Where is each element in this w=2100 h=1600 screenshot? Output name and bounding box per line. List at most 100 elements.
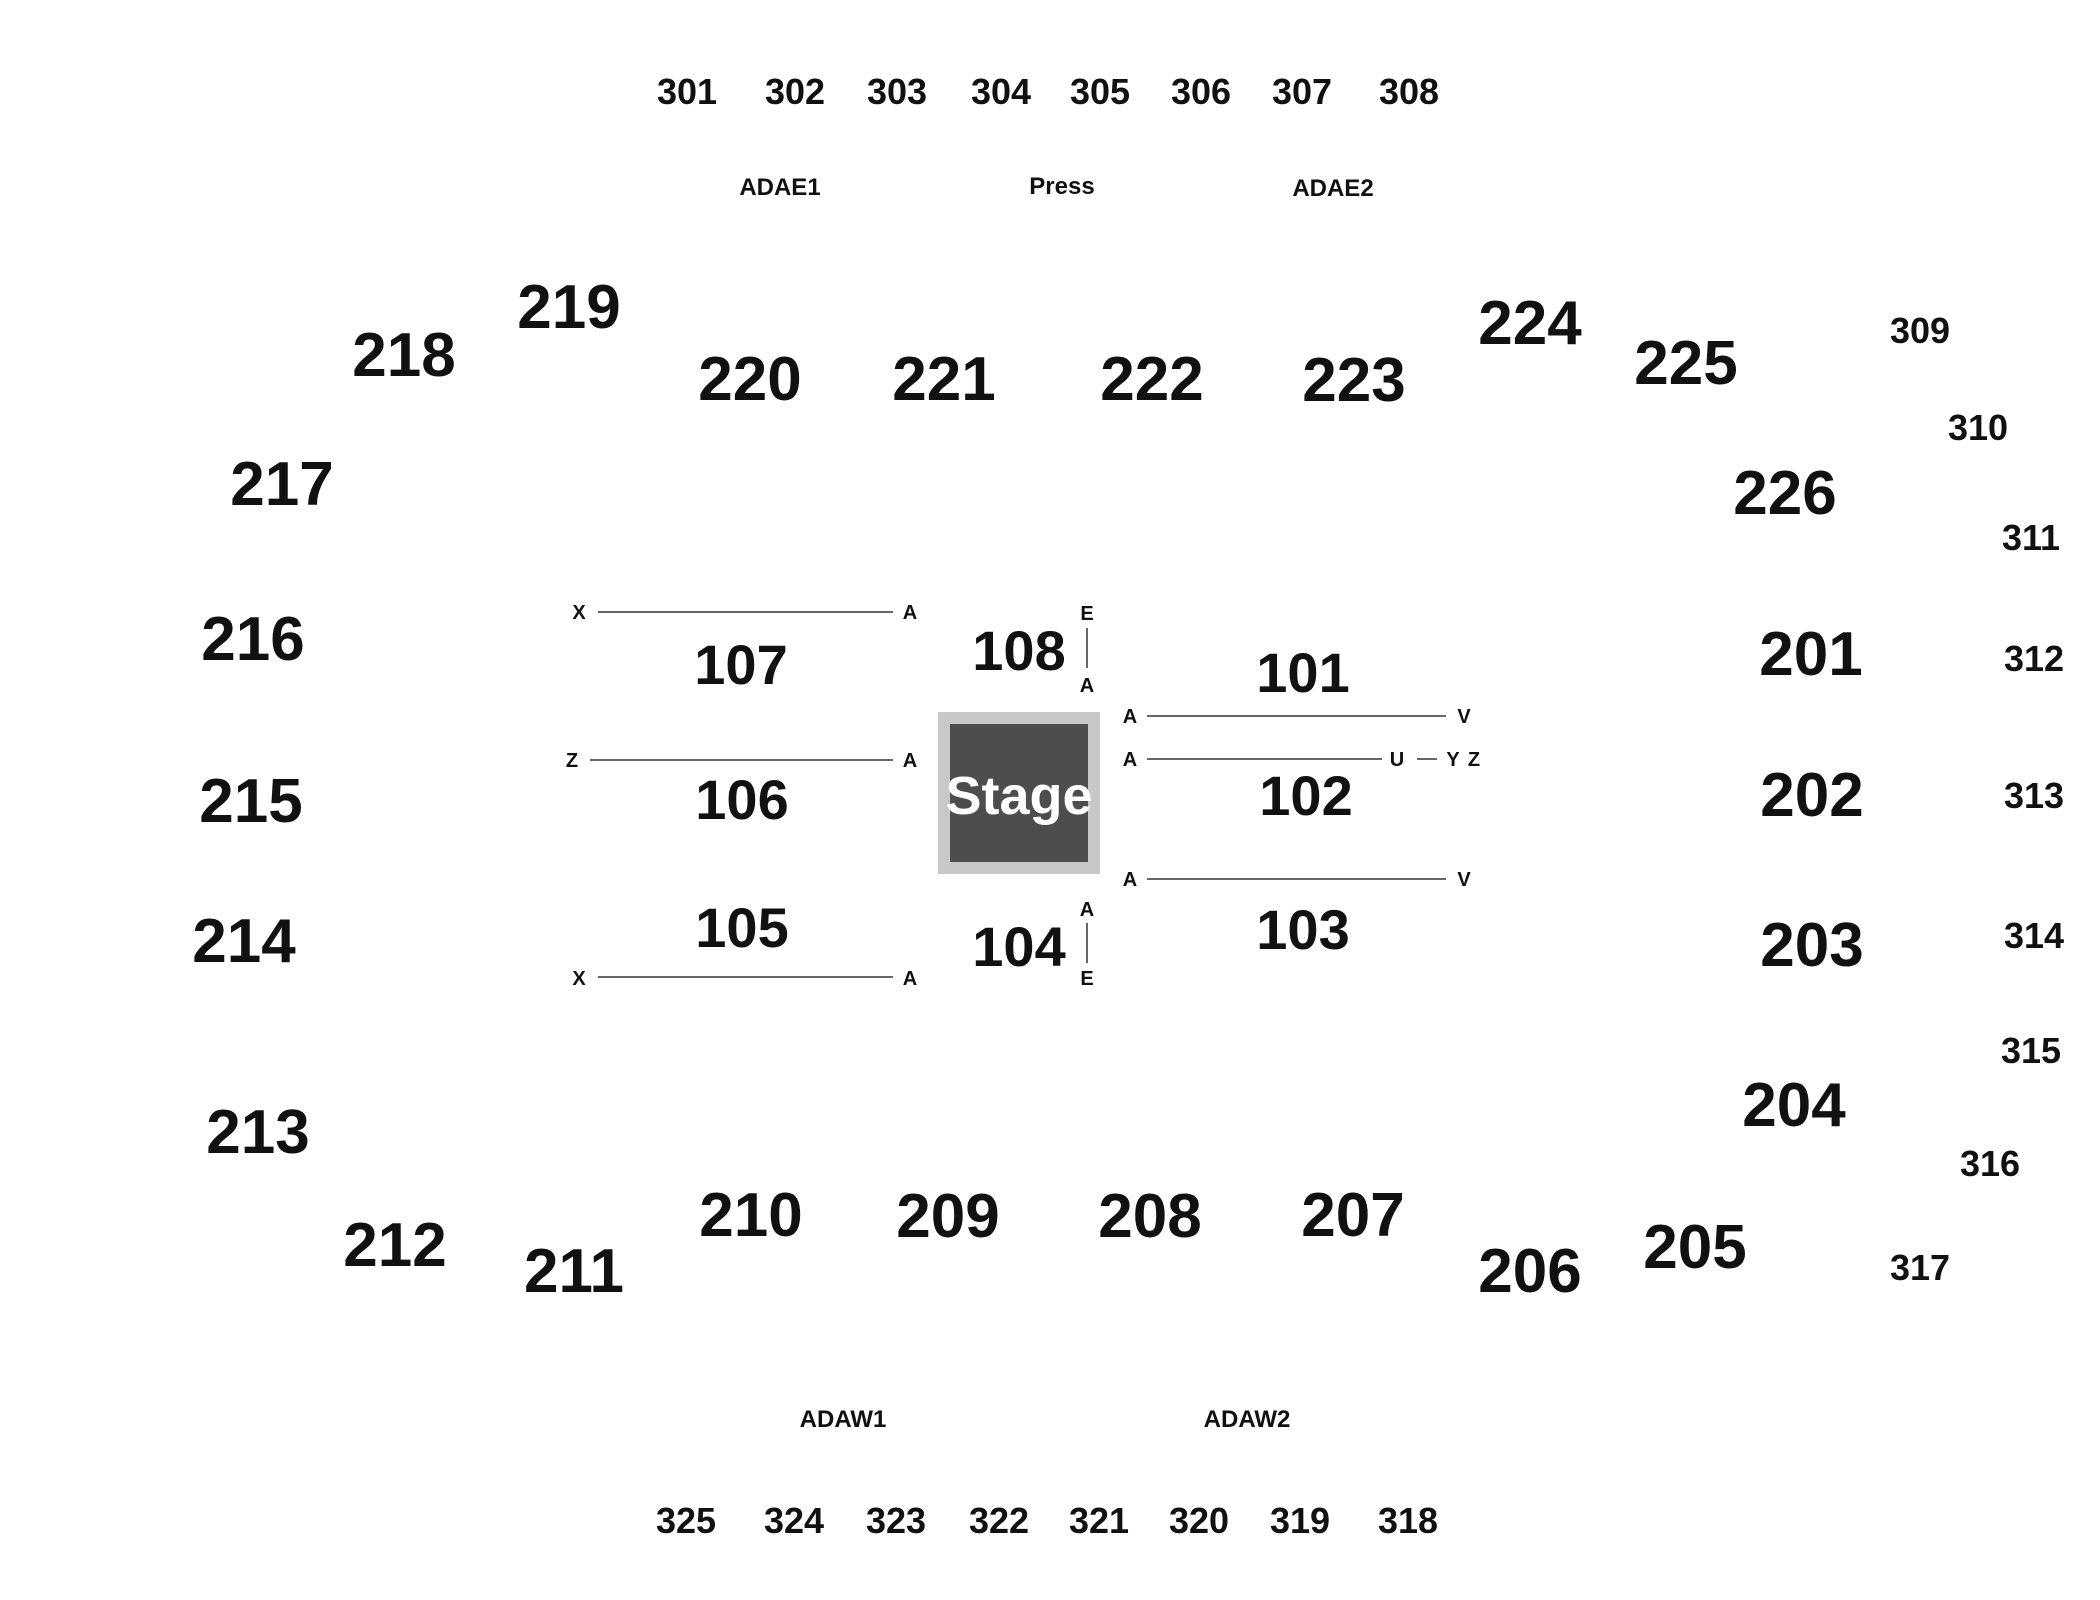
section-222[interactable]: 222 <box>1100 345 1203 414</box>
section-322[interactable]: 322 <box>969 1500 1029 1541</box>
row-label-102-start: A <box>1123 749 1137 771</box>
row-label-108-bottom: A <box>1080 675 1094 697</box>
section-216[interactable]: 216 <box>201 605 304 674</box>
section-323[interactable]: 323 <box>866 1500 926 1541</box>
stage[interactable]: Stage <box>938 712 1100 874</box>
section-206[interactable]: 206 <box>1478 1237 1581 1306</box>
section-218[interactable]: 218 <box>352 321 455 390</box>
section-103[interactable]: 103 <box>1256 898 1349 961</box>
rows-section-106: Z A <box>566 750 917 772</box>
section-212[interactable]: 212 <box>343 1211 446 1280</box>
section-204[interactable]: 204 <box>1742 1071 1846 1140</box>
section-106[interactable]: 106 <box>695 768 788 831</box>
section-108[interactable]: 108 <box>972 619 1065 682</box>
row-label-106-start: Z <box>566 750 578 772</box>
section-325[interactable]: 325 <box>656 1500 716 1541</box>
section-214[interactable]: 214 <box>192 907 296 976</box>
section-223[interactable]: 223 <box>1302 346 1405 415</box>
section-307[interactable]: 307 <box>1272 71 1332 112</box>
section-203[interactable]: 203 <box>1760 911 1863 980</box>
section-308[interactable]: 308 <box>1379 71 1439 112</box>
section-208[interactable]: 208 <box>1098 1182 1201 1251</box>
section-226[interactable]: 226 <box>1733 459 1836 528</box>
section-314[interactable]: 314 <box>2004 915 2064 956</box>
section-211[interactable]: 211 <box>524 1237 624 1306</box>
section-209[interactable]: 209 <box>896 1182 999 1251</box>
section-105[interactable]: 105 <box>695 896 788 959</box>
row-label-102-mid: U <box>1390 749 1404 771</box>
stage-fill <box>950 724 1088 862</box>
section-321[interactable]: 321 <box>1069 1500 1129 1541</box>
section-324[interactable]: 324 <box>764 1500 824 1541</box>
section-315[interactable]: 315 <box>2001 1030 2061 1071</box>
rows-section-103: A V <box>1123 869 1472 891</box>
rows-section-104: A E <box>1080 899 1094 990</box>
stage-label: Stage <box>945 766 1092 826</box>
row-label-102-end-b: Z <box>1468 749 1480 771</box>
section-313[interactable]: 313 <box>2004 775 2064 816</box>
section-202[interactable]: 202 <box>1760 761 1863 830</box>
section-319[interactable]: 319 <box>1270 1500 1330 1541</box>
upper-level-bottom: 325 324 323 322 321 320 319 318 <box>656 1500 1438 1541</box>
row-label-104-bottom: E <box>1080 968 1093 990</box>
section-304[interactable]: 304 <box>971 71 1031 112</box>
row-label-101-start: A <box>1123 706 1137 728</box>
section-311[interactable]: 311 <box>2002 517 2060 558</box>
section-320[interactable]: 320 <box>1169 1500 1229 1541</box>
row-label-102-end-a: Y <box>1446 749 1460 771</box>
section-301[interactable]: 301 <box>657 71 717 112</box>
rows-section-102: A U Y Z <box>1123 749 1480 771</box>
section-217[interactable]: 217 <box>230 450 333 519</box>
section-303[interactable]: 303 <box>867 71 927 112</box>
section-104[interactable]: 104 <box>972 915 1065 978</box>
labels-bottom: ADAW1 ADAW2 <box>800 1406 1291 1433</box>
section-318[interactable]: 318 <box>1378 1500 1438 1541</box>
row-label-106-end: A <box>903 750 917 772</box>
row-label-105-end: A <box>903 968 917 990</box>
row-label-104-top: A <box>1080 899 1094 921</box>
section-305[interactable]: 305 <box>1070 71 1130 112</box>
row-label-107-end: A <box>903 602 917 624</box>
label-adae1[interactable]: ADAE1 <box>739 174 820 201</box>
rows-section-108: E A <box>1080 603 1094 697</box>
rows-section-107: X A <box>572 602 917 624</box>
row-label-103-end: V <box>1457 869 1471 891</box>
section-302[interactable]: 302 <box>765 71 825 112</box>
row-label-101-end: V <box>1457 706 1471 728</box>
section-316[interactable]: 316 <box>1960 1143 2020 1184</box>
section-205[interactable]: 205 <box>1643 1213 1746 1282</box>
section-102[interactable]: 102 <box>1259 764 1352 827</box>
section-224[interactable]: 224 <box>1478 289 1582 358</box>
section-309[interactable]: 309 <box>1890 310 1950 351</box>
upper-level-right: 309 310 311 312 313 314 315 316 317 <box>1890 310 2064 1288</box>
section-107[interactable]: 107 <box>694 633 787 696</box>
upper-level-top: 301 302 303 304 305 306 307 308 <box>657 71 1439 112</box>
label-adaw1[interactable]: ADAW1 <box>800 1406 887 1433</box>
label-press[interactable]: Press <box>1029 173 1094 200</box>
section-101[interactable]: 101 <box>1256 641 1349 704</box>
section-213[interactable]: 213 <box>206 1098 309 1167</box>
row-label-107-start: X <box>572 602 586 624</box>
label-adaw2[interactable]: ADAW2 <box>1204 1406 1291 1433</box>
middle-level: 201 202 203 204 205 206 207 208 209 210 … <box>192 273 1863 1306</box>
labels-top: ADAE1 Press ADAE2 <box>739 173 1373 202</box>
section-215[interactable]: 215 <box>199 767 302 836</box>
section-317[interactable]: 317 <box>1890 1247 1950 1288</box>
section-201[interactable]: 201 <box>1759 620 1862 689</box>
section-220[interactable]: 220 <box>698 345 801 414</box>
section-221[interactable]: 221 <box>892 345 995 414</box>
row-label-105-start: X <box>572 968 586 990</box>
floor-level: 101 102 103 104 105 106 107 108 <box>694 619 1352 978</box>
section-225[interactable]: 225 <box>1634 329 1737 398</box>
section-312[interactable]: 312 <box>2004 638 2064 679</box>
section-310[interactable]: 310 <box>1948 407 2008 448</box>
section-306[interactable]: 306 <box>1171 71 1231 112</box>
rows-section-105: X A <box>572 968 917 990</box>
section-207[interactable]: 207 <box>1301 1181 1404 1250</box>
section-219[interactable]: 219 <box>517 273 620 342</box>
row-label-108-top: E <box>1080 603 1093 625</box>
label-adae2[interactable]: ADAE2 <box>1292 175 1373 202</box>
row-label-103-start: A <box>1123 869 1137 891</box>
section-210[interactable]: 210 <box>699 1181 802 1250</box>
